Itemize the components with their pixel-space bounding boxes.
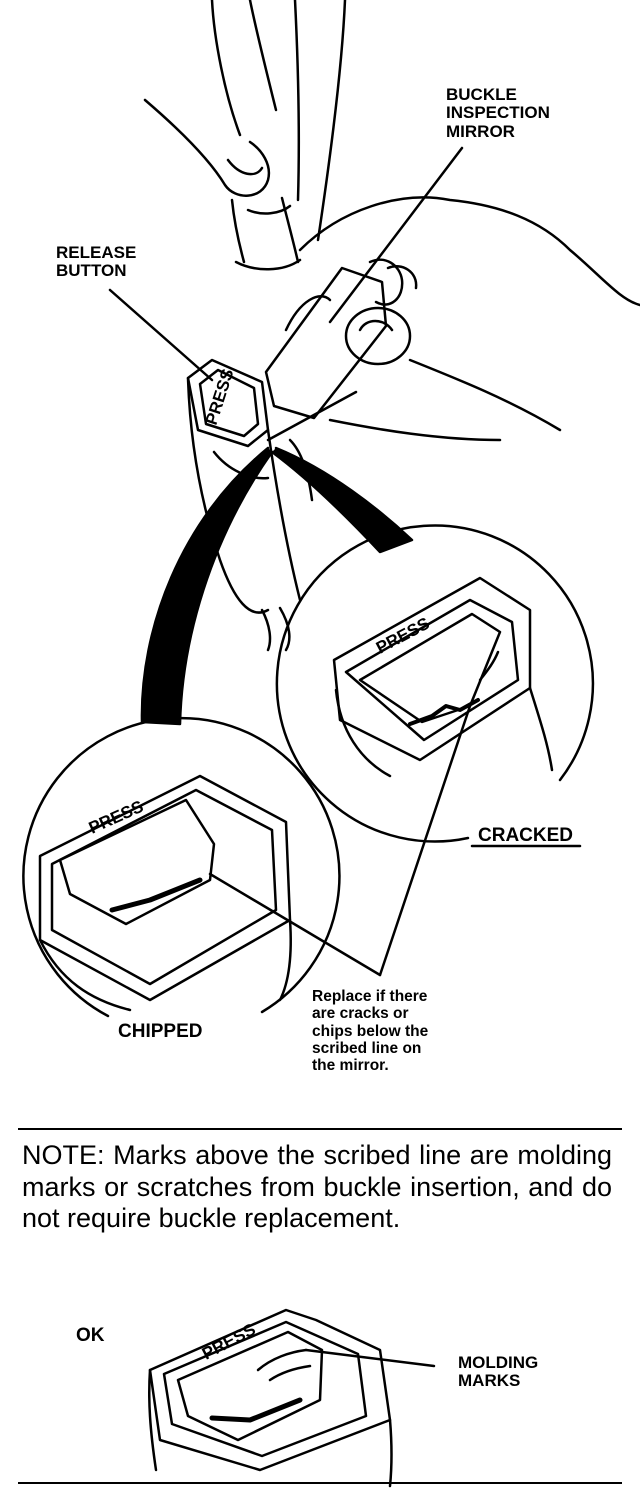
replace-leader-cracked: [378, 704, 472, 977]
divider-top: [18, 1128, 622, 1130]
label-buckle-inspection-mirror: BUCKLE INSPECTION MIRROR: [446, 85, 550, 141]
scribed-line: [266, 390, 358, 442]
cone-cracked: [270, 446, 414, 554]
cone-chipped: [140, 446, 274, 726]
label-ok: OK: [76, 1325, 105, 1346]
hand-mirror-drawing: [264, 196, 640, 442]
label-release-button: RELEASE BUTTON: [56, 243, 137, 281]
label-cracked: CRACKED: [478, 825, 573, 846]
label-molding-marks: MOLDING MARKS: [458, 1353, 539, 1391]
ok-detail: [148, 1308, 436, 1488]
mirror-leader-line: [328, 146, 464, 324]
label-replace-note: Replace if there are cracks or chips bel…: [312, 988, 429, 1075]
cracked-detail: [275, 524, 595, 848]
note-text: NOTE: Marks above the scribed line are m…: [22, 1140, 612, 1234]
divider-bottom: [18, 1482, 622, 1484]
release-leader-line: [108, 288, 214, 382]
replace-leader-chipped: [208, 872, 382, 977]
hand-top-drawing: [143, 0, 347, 271]
label-chipped: CHIPPED: [118, 1021, 203, 1042]
chipped-detail: [22, 716, 341, 1018]
molding-leader-line: [304, 1348, 436, 1368]
